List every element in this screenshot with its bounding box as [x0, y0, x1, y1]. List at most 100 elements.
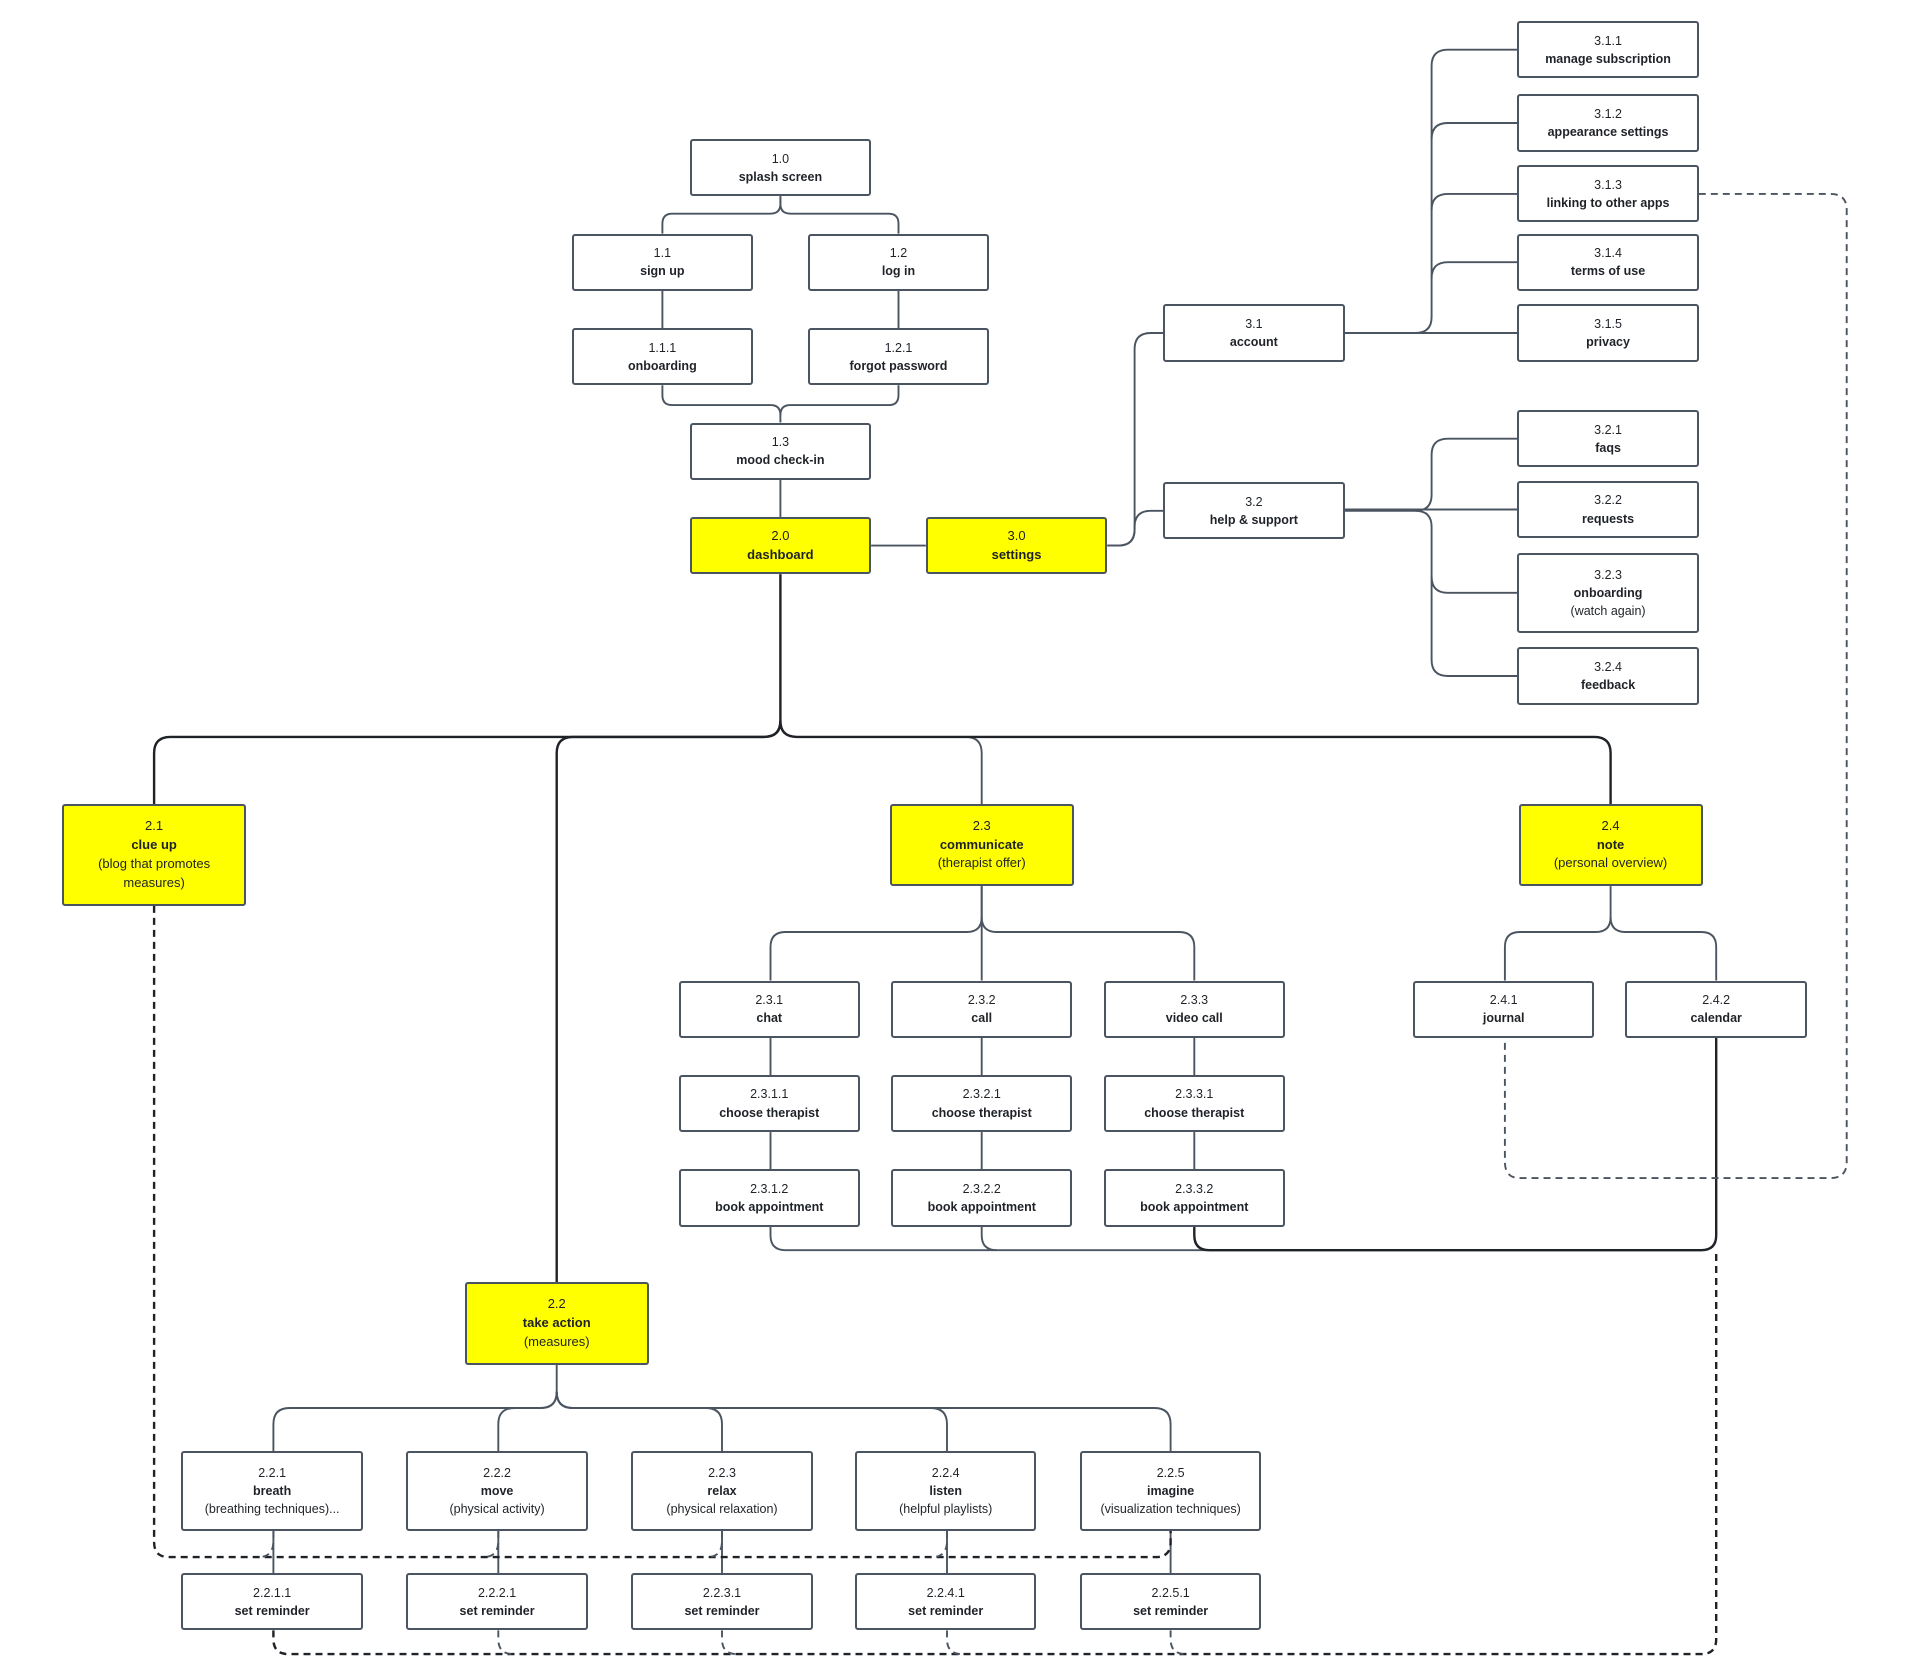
connector-line [555, 1391, 723, 1452]
node-number: 2.2.1.1 [253, 1585, 292, 1600]
dashed-connector [152, 905, 1172, 1559]
node-label: requests [1582, 511, 1635, 526]
node-label: calendar [1690, 1011, 1742, 1026]
node-3-1-4[interactable]: 3.1.4 terms of use [1517, 233, 1699, 291]
node-label: account [1229, 335, 1278, 350]
node-label: move [480, 1484, 514, 1499]
node-label: terms of use [1570, 264, 1646, 279]
connector-line [980, 1226, 997, 1252]
node-number: 3.2 [1245, 494, 1263, 509]
connector-line [779, 720, 983, 804]
node-number: 2.2.4 [931, 1466, 960, 1481]
connector-line [769, 1226, 1702, 1252]
connector-line [555, 720, 782, 1283]
node-sublabel: (physical activity) [449, 1502, 545, 1517]
node-sublabel: (breathing techniques)... [204, 1502, 340, 1517]
node-2-3-3[interactable]: 2.3.3 video call [1103, 980, 1285, 1038]
connector-line [1107, 332, 1164, 547]
node-label: set reminder [908, 1603, 984, 1618]
node-label: faqs [1595, 440, 1621, 455]
connector-line [1193, 1037, 1718, 1252]
node-number: 2.2.5.1 [1151, 1585, 1190, 1600]
node-label: choose therapist [1144, 1105, 1245, 1120]
connector-line [1107, 509, 1164, 547]
node-number: 2.2.1 [258, 1466, 287, 1481]
connector-line [1503, 886, 1612, 981]
connector-line [779, 196, 900, 234]
node-label: splash screen [738, 169, 823, 184]
node-label: relax [707, 1484, 737, 1499]
node-label: linking to other apps [1546, 195, 1670, 210]
node-label: chat [756, 1011, 783, 1026]
node-number: 1.2.1 [884, 340, 913, 355]
node-number: 2.3.1 [755, 992, 784, 1007]
node-sublabel: (measures) [523, 1333, 590, 1349]
node-label: video call [1165, 1011, 1223, 1026]
node-2-3-1[interactable]: 2.3.1 chat [678, 980, 860, 1038]
node-label: book appointment [1140, 1199, 1249, 1214]
node-number: 2.2.3 [708, 1466, 736, 1481]
dashed-connector [497, 1630, 514, 1656]
node-number: 2.2.2.1 [477, 1585, 517, 1600]
node-2-2-2-1[interactable]: 2.2.2.1 set reminder [406, 1573, 588, 1631]
node-sublabel: (therapist offer) [937, 855, 1026, 871]
node-label: set reminder [459, 1603, 535, 1618]
node-3-2-2[interactable]: 3.2.2 requests [1517, 480, 1699, 539]
node-number: 2.3.3.1 [1175, 1087, 1214, 1102]
dashed-connector [707, 1531, 723, 1559]
connector-line [555, 1391, 948, 1452]
node-number: 2.3.1.1 [750, 1087, 789, 1102]
node-number: 3.1.4 [1594, 246, 1622, 261]
node-number: 2.3.2.2 [962, 1181, 1001, 1196]
connector-line [1344, 437, 1518, 512]
connector-line [779, 720, 1612, 804]
node-label: dashboard [747, 546, 814, 562]
node-2-3-3-1[interactable]: 2.3.3.1 choose therapist [1103, 1074, 1285, 1133]
connector-line [1430, 261, 1518, 279]
node-number: 3.2.2 [1594, 493, 1622, 508]
node-number: 3.1.2 [1594, 106, 1622, 121]
dashed-connector [1503, 192, 1848, 1180]
node-number: 2.3.3 [1180, 992, 1209, 1007]
node-number: 1.1.1 [648, 340, 677, 355]
